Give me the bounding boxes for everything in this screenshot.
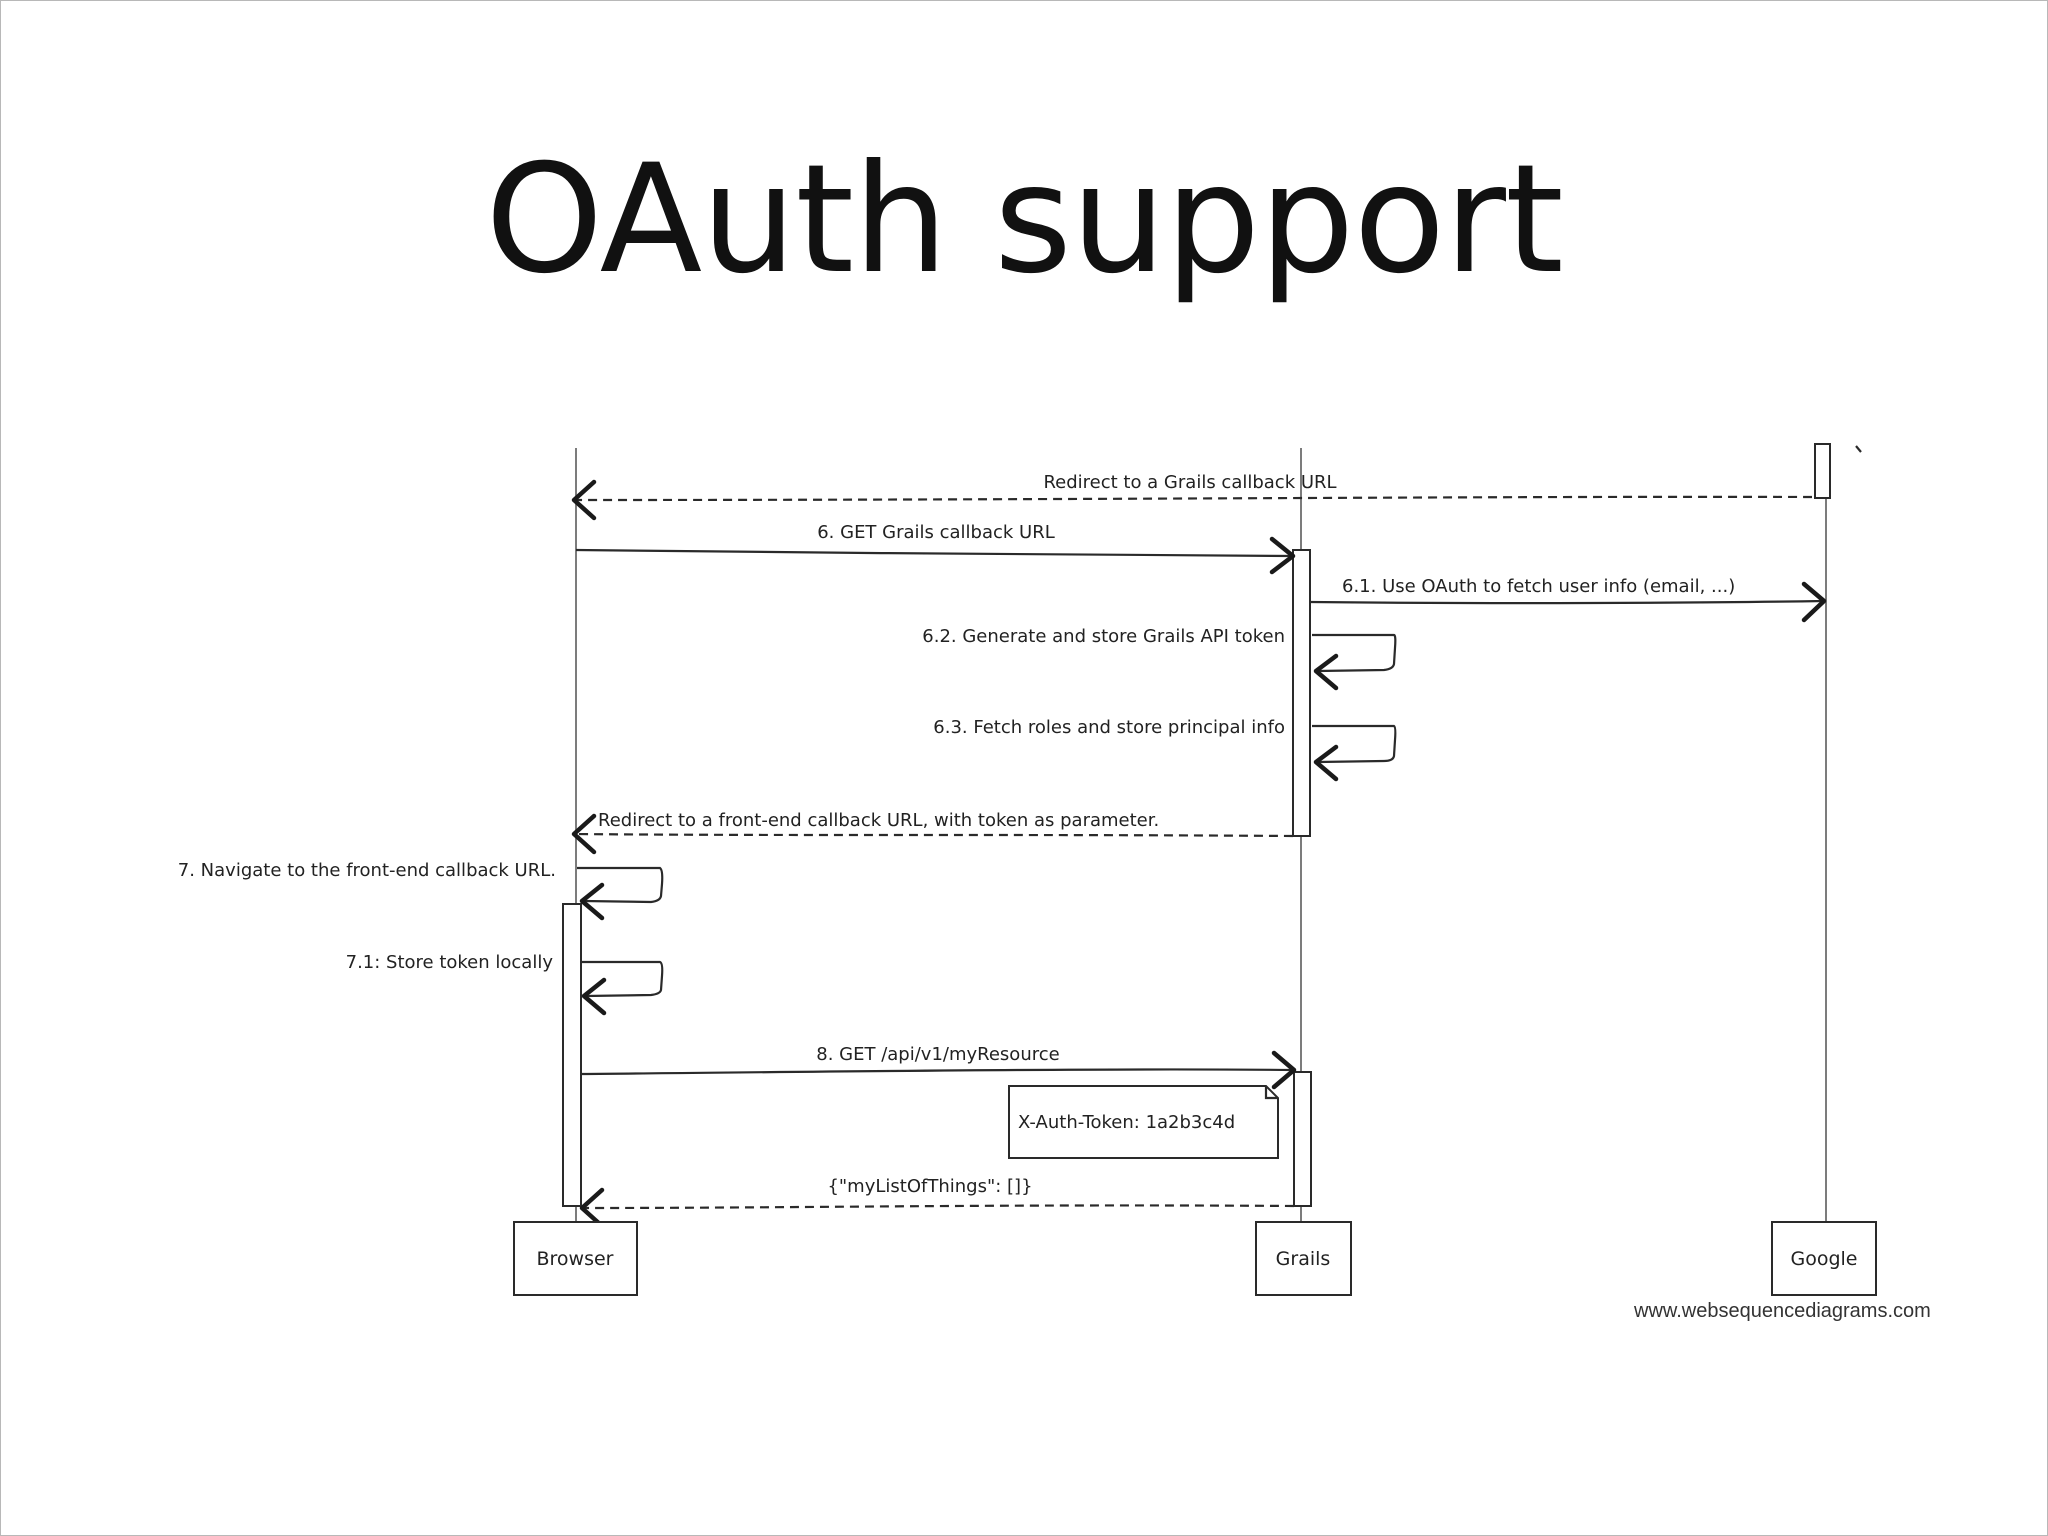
arrowhead xyxy=(581,977,607,1016)
activation-grails-2 xyxy=(1293,1071,1312,1207)
message-label: Redirect to a Grails callback URL xyxy=(1043,472,1336,493)
actor-label: Google xyxy=(1790,1248,1857,1270)
message-label: Redirect to a front-end callback URL, wi… xyxy=(598,810,1159,831)
message-arrow xyxy=(573,832,1294,838)
message-arrow xyxy=(575,548,1294,558)
self-message-loop xyxy=(1312,724,1397,764)
message-arrow xyxy=(573,495,1813,502)
message-label: 6.1. Use OAuth to fetch user info (email… xyxy=(1342,576,1735,597)
note-fold xyxy=(1264,1086,1278,1100)
arrowhead xyxy=(1801,581,1827,623)
arrowhead xyxy=(579,1187,605,1229)
arrowhead xyxy=(1271,1050,1297,1090)
self-message-loop xyxy=(577,866,664,904)
activation-grails-1 xyxy=(1292,549,1311,837)
slide-title: OAuth support xyxy=(485,133,1564,307)
credit-watermark: www.websequencediagrams.com xyxy=(1634,1300,1931,1322)
message-arrow xyxy=(581,1204,1295,1210)
message-arrow xyxy=(581,1068,1295,1076)
note-box xyxy=(1008,1085,1279,1159)
arrowhead xyxy=(1269,536,1296,575)
message-label: 7.1: Store token locally xyxy=(346,952,554,973)
activation-google xyxy=(1814,443,1831,499)
actor-google: Google xyxy=(1771,1221,1877,1296)
actor-label: Grails xyxy=(1276,1248,1331,1270)
note-text: X-Auth-Token: 1a2b3c4d xyxy=(1018,1112,1235,1133)
message-label: {"myListOfThings": []} xyxy=(827,1176,1032,1197)
arrowhead xyxy=(571,479,597,521)
message-label: 6.3. Fetch roles and store principal inf… xyxy=(933,717,1285,738)
activation-browser xyxy=(562,903,582,1207)
arrowhead xyxy=(1313,744,1339,782)
message-label: 6.2. Generate and store Grails API token xyxy=(922,626,1285,647)
message-arrow xyxy=(1309,599,1825,605)
self-message-loop xyxy=(1312,633,1397,673)
message-label: 8. GET /api/v1/myResource xyxy=(816,1044,1059,1065)
actor-grails: Grails xyxy=(1255,1221,1352,1296)
google-corner-mark xyxy=(1855,445,1862,453)
message-label: 6. GET Grails callback URL xyxy=(817,522,1055,543)
message-label: 7. Navigate to the front-end callback UR… xyxy=(178,860,556,881)
actor-browser: Browser xyxy=(513,1221,638,1296)
self-message-loop xyxy=(582,960,664,998)
actor-label: Browser xyxy=(537,1248,614,1270)
arrowhead xyxy=(571,813,597,855)
arrowhead xyxy=(1313,653,1339,691)
arrowhead xyxy=(579,882,605,921)
